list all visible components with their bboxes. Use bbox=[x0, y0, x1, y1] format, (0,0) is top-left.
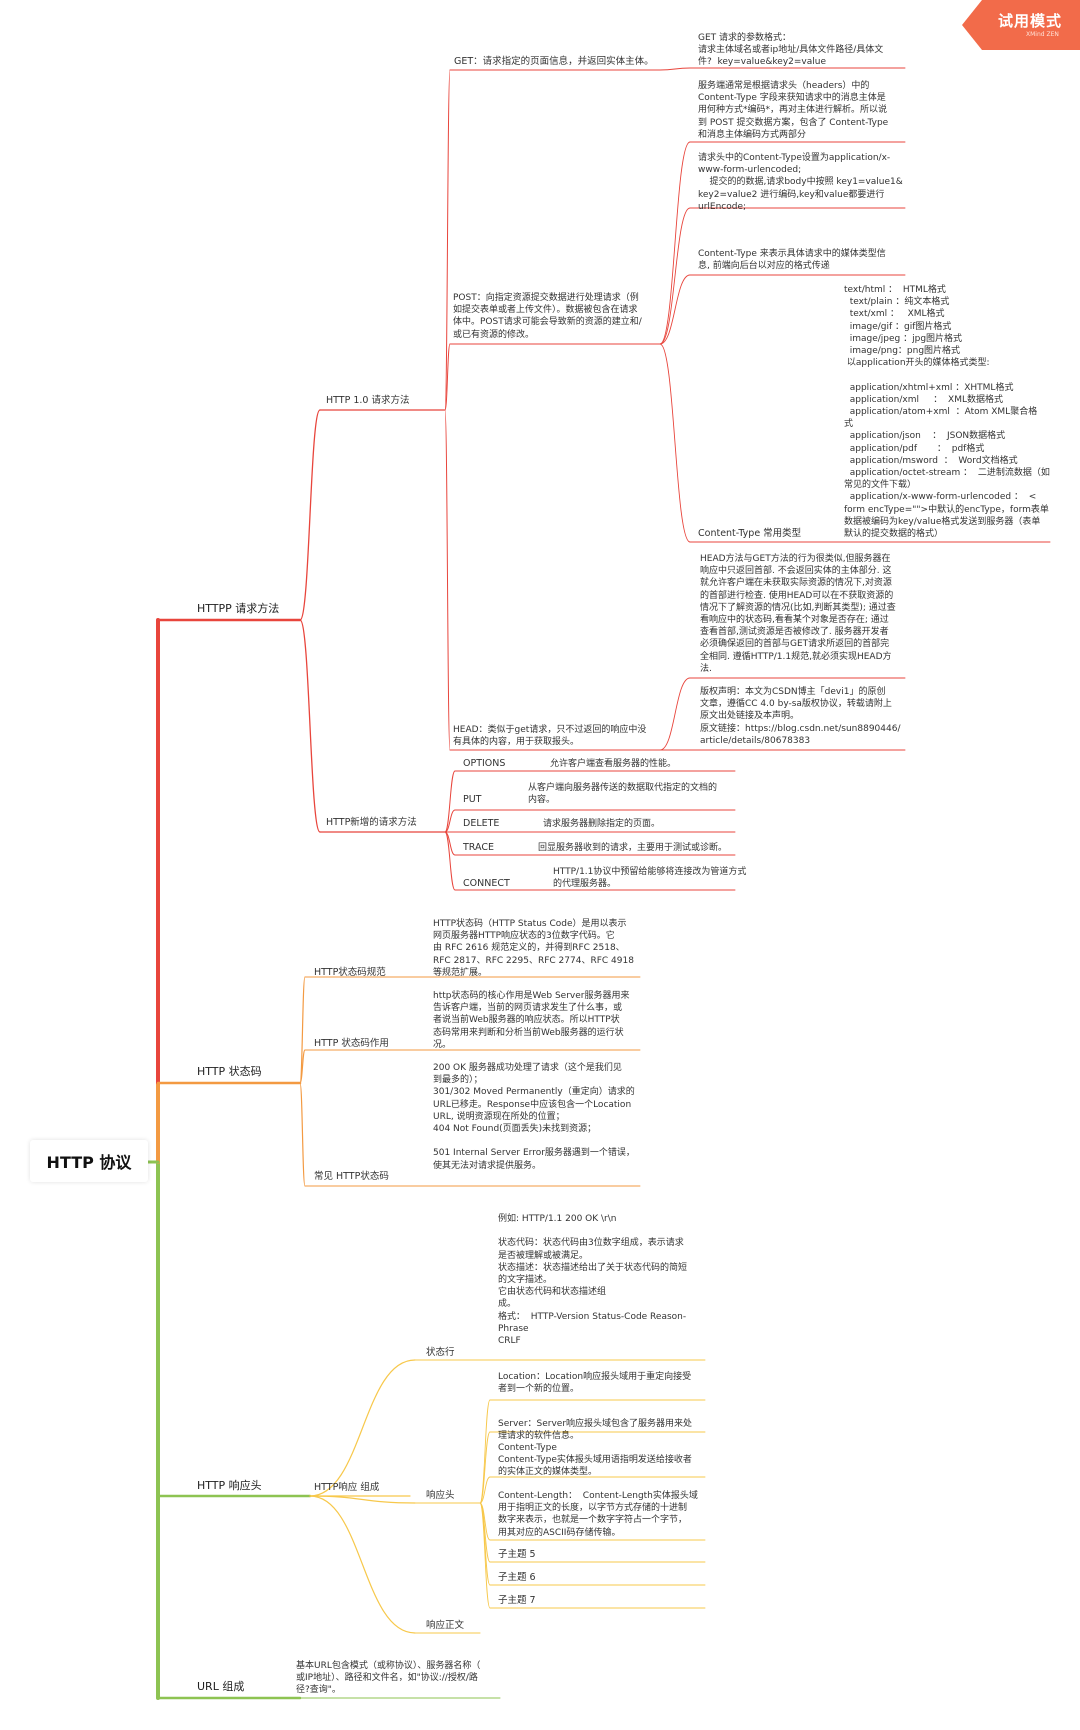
header-location[interactable]: Location：Location响应报头域用于重定向接受 者到一个新的位置。 bbox=[498, 1372, 692, 1395]
link-http10 bbox=[299, 409, 321, 621]
topic-response-composition[interactable]: HTTP响应 组成 bbox=[314, 1482, 380, 1493]
method-trace-desc[interactable]: 回显服务器收到的请求，主要用于测试或诊断。 bbox=[538, 843, 728, 853]
header-subtopic-5[interactable]: 子主题 5 bbox=[498, 1549, 536, 1560]
topic-content-type-common[interactable]: Content-Type 常用类型 bbox=[698, 528, 802, 539]
link-get-note bbox=[659, 67, 691, 71]
trial-mode-subtitle: XMind ZEN bbox=[1026, 31, 1059, 38]
note-head-detail[interactable]: HEAD方法与GET方法的行为很类似,但服务器在 响应中只返回首部. 不会返回实… bbox=[700, 554, 896, 674]
link-head-note bbox=[659, 677, 691, 751]
link-header-2 bbox=[479, 1476, 491, 1504]
topic-new-methods[interactable]: HTTP新增的请求方法 bbox=[326, 817, 417, 828]
link-header-5 bbox=[479, 1502, 491, 1586]
header-subtopic-7[interactable]: 子主题 7 bbox=[498, 1595, 536, 1606]
note-url-composition[interactable]: 基本URL包含模式（或称协议）、服务器名称（ 或IP地址）、路径和文件名，如"协… bbox=[296, 1661, 481, 1696]
header-server[interactable]: Server：Server响应报头域包含了服务器用来处 理请求的软件信息。 bbox=[498, 1419, 693, 1442]
method-delete[interactable]: DELETE bbox=[463, 818, 500, 829]
link-resp-body bbox=[309, 1495, 416, 1634]
root-topic[interactable]: HTTP 协议 bbox=[30, 1140, 148, 1182]
note-status-role[interactable]: http状态码的核心作用是Web Server服务器用来 告诉客户端，当前的网页… bbox=[433, 991, 630, 1050]
link-method-1 bbox=[444, 809, 456, 833]
note-status-spec[interactable]: HTTP状态码（HTTP Status Code）是用以表示 网页服务器HTTP… bbox=[433, 919, 634, 978]
method-connect[interactable]: CONNECT bbox=[463, 878, 510, 889]
link-header-1 bbox=[479, 1431, 491, 1504]
method-delete-desc[interactable]: 请求服务器删除指定的页面。 bbox=[543, 819, 661, 829]
topic-status-line[interactable]: 状态行 bbox=[426, 1347, 455, 1358]
link-post-content-types bbox=[659, 343, 691, 543]
link-post-note2 bbox=[659, 207, 691, 345]
topic-get[interactable]: GET：请求指定的页面信息，并返回实体主体。 bbox=[454, 56, 654, 67]
branch-response-headers[interactable]: HTTP 响应头 bbox=[197, 1479, 262, 1492]
method-put[interactable]: PUT bbox=[463, 794, 482, 805]
link-resp-headers bbox=[309, 1495, 416, 1504]
link-new-methods bbox=[299, 619, 321, 833]
branch-status-codes[interactable]: HTTP 状态码 bbox=[197, 1065, 262, 1078]
note-post-content-type[interactable]: 服务端通常是根据请求头（headers）中的 Content-Type 字段来获… bbox=[698, 81, 889, 140]
trial-mode-badge bbox=[962, 0, 1080, 50]
link-get bbox=[444, 69, 451, 411]
branch-request-methods[interactable]: HTTPP 请求方法 bbox=[197, 602, 280, 615]
link-post-note3 bbox=[659, 274, 691, 345]
topic-status-role[interactable]: HTTP 状态码作用 bbox=[314, 1038, 389, 1049]
method-put-desc[interactable]: 从客户端向服务器传送的数据取代指定的文档的 内容。 bbox=[528, 783, 718, 806]
link-status-role bbox=[299, 1049, 306, 1084]
header-content-length[interactable]: Content-Length： Content-Length实体报头域 用于指明… bbox=[498, 1491, 698, 1538]
note-status-line[interactable]: 例如: HTTP/1.1 200 OK \r\n 状态代码：状态代码由3位数字组… bbox=[498, 1214, 688, 1347]
topic-head[interactable]: HEAD：类似于get请求，只不过返回的响应中没 有具体的内容，用于获取报头。 bbox=[453, 725, 647, 748]
link-post-note1 bbox=[659, 141, 691, 345]
branch-url[interactable]: URL 组成 bbox=[197, 1680, 245, 1693]
link-method-4 bbox=[444, 831, 456, 891]
note-content-type-list[interactable]: text/html ： HTML格式 text/plain ：纯文本格式 tex… bbox=[844, 285, 1050, 540]
note-get-params[interactable]: GET 请求的参数格式： 请求主体域名或者ip地址/具体文件路径/具体文 件? … bbox=[698, 33, 884, 68]
link-status-line bbox=[309, 1359, 416, 1497]
method-trace[interactable]: TRACE bbox=[463, 842, 494, 853]
topic-response-body[interactable]: 响应正文 bbox=[426, 1620, 465, 1631]
topic-http10-methods[interactable]: HTTP 1.0 请求方法 bbox=[326, 395, 410, 406]
note-head-copyright[interactable]: 版权声明：本文为CSDN博主「devi1」的原创 文章，遵循CC 4.0 by-… bbox=[700, 687, 901, 746]
note-post-media-type[interactable]: Content-Type 来表示具体请求中的媒体类型信 息, 前端向后台以对应的… bbox=[698, 249, 886, 272]
method-options-desc[interactable]: 允许客户端查看服务器的性能。 bbox=[550, 759, 677, 769]
method-options[interactable]: OPTIONS bbox=[463, 758, 506, 769]
link-header-0 bbox=[479, 1399, 491, 1504]
topic-response-headers[interactable]: 响应头 bbox=[426, 1490, 455, 1501]
note-status-common[interactable]: 200 OK 服务器成功处理了请求（这个是我们见 到最多的）； 301/302 … bbox=[433, 1063, 635, 1171]
topic-status-common[interactable]: 常见 HTTP状态码 bbox=[314, 1171, 389, 1182]
topic-post[interactable]: POST：向指定资源提交数据进行处理请求（例 如提交表单或者上传文件）。数据被包… bbox=[453, 293, 642, 340]
link-method-0 bbox=[444, 770, 456, 833]
header-subtopic-6[interactable]: 子主题 6 bbox=[498, 1572, 536, 1583]
link-post bbox=[444, 343, 451, 411]
link-header-6 bbox=[479, 1502, 491, 1609]
trial-mode-title: 试用模式 bbox=[998, 12, 1063, 30]
header-content-type[interactable]: Content-Type Content-Type实体报头域用语指明发送给接收者… bbox=[498, 1443, 692, 1478]
link-status-common bbox=[299, 1082, 306, 1187]
method-connect-desc[interactable]: HTTP/1.1协议中预留给能够将连接改为管道方式 的代理服务器。 bbox=[553, 867, 747, 890]
root-topic-label: HTTP 协议 bbox=[46, 1153, 132, 1172]
link-head bbox=[444, 409, 451, 751]
note-post-urlencoded[interactable]: 请求头中的Content-Type设置为application/x- www-f… bbox=[698, 153, 903, 212]
topic-status-spec[interactable]: HTTP状态码规范 bbox=[314, 967, 386, 978]
